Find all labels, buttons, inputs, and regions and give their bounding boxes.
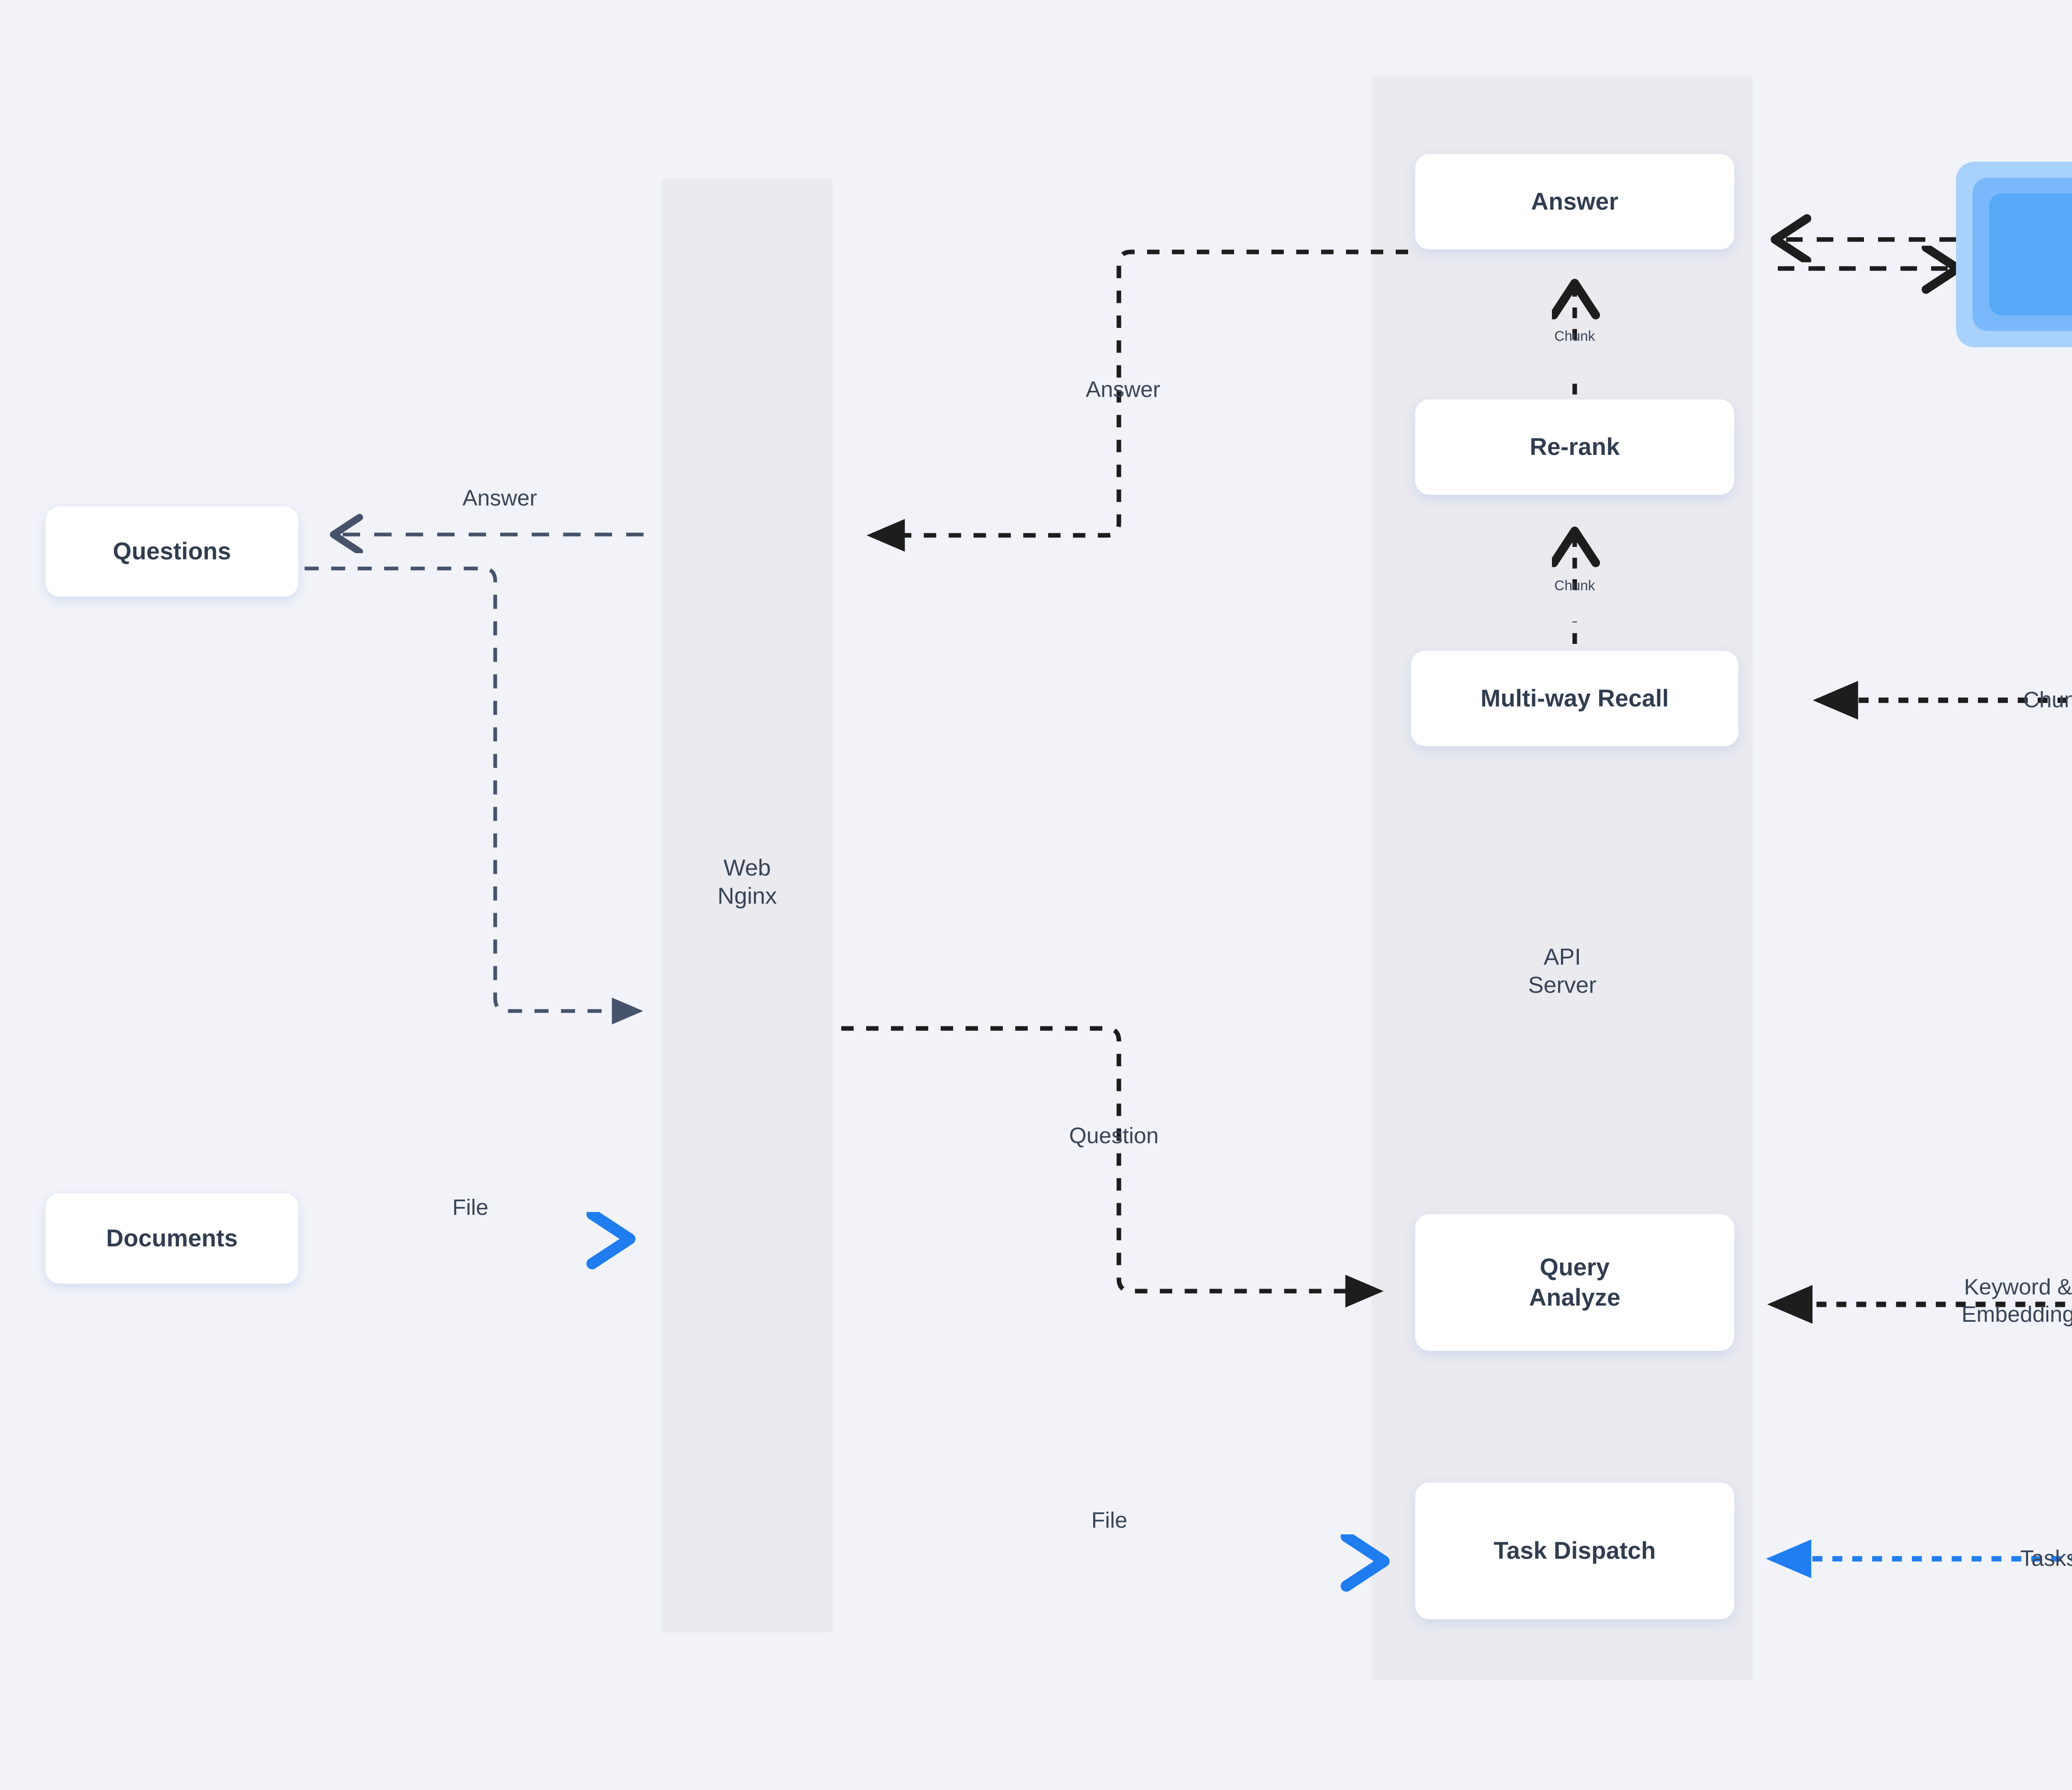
edge-web-question-to-query <box>841 1026 1384 1308</box>
edge-questions-to-web <box>305 566 644 1025</box>
panel-web-nginx <box>661 179 833 1633</box>
panel-label-api-server: API Server <box>1528 943 1597 998</box>
node-re-rank[interactable]: Re-rank <box>1415 399 1734 495</box>
edge-label-chunk-recall: Chunk <box>1554 578 1595 594</box>
panel-label-web-nginx: Web Nginx <box>717 854 777 909</box>
llms-inner-layer: LLMs <box>1989 194 2072 315</box>
llms-mid-layer: LLMs <box>1973 178 2072 331</box>
edge-label-answer-mid: Answer <box>1085 377 1161 402</box>
node-questions[interactable]: Questions <box>46 506 298 597</box>
node-questions-label: Questions <box>113 538 231 565</box>
node-query-analyze-label: Query Analyze <box>1529 1253 1621 1311</box>
edge-label-chunk-rerank: Chunk <box>1554 328 1595 344</box>
node-multi-way-recall[interactable]: Multi-way Recall <box>1411 651 1738 746</box>
edge-label-question: Question <box>1069 1123 1159 1149</box>
edge-llms-exchange <box>1778 239 1956 268</box>
edge-label-file-top: File <box>452 1195 489 1220</box>
node-task-dispatch-label: Task Dispatch <box>1493 1537 1656 1565</box>
node-multi-way-recall-label: Multi-way Recall <box>1480 685 1669 712</box>
edge-label-tasks: Tasks <box>2020 1546 2072 1571</box>
edge-label-answer-left: Answer <box>462 486 537 511</box>
node-documents[interactable]: Documents <box>46 1193 298 1284</box>
node-answer-label: Answer <box>1531 188 1619 215</box>
node-documents-label: Documents <box>106 1225 238 1252</box>
edge-label-file-bottom: File <box>1091 1508 1128 1533</box>
panel-api-server <box>1372 75 1753 1680</box>
node-re-rank-label: Re-rank <box>1530 433 1620 461</box>
edge-tasks <box>1766 1539 2072 1578</box>
node-llms[interactable]: LLMs <box>1956 162 2072 347</box>
node-llms-label: LLMs <box>2071 240 2072 269</box>
node-answer[interactable]: Answer <box>1415 154 1734 249</box>
node-query-analyze[interactable]: Query Analyze <box>1415 1214 1734 1351</box>
edge-label-chunk-db: Chunk <box>2023 687 2072 713</box>
node-task-dispatch[interactable]: Task Dispatch <box>1415 1483 1734 1619</box>
edge-label-keyword-embedding: Keyword & Embedding <box>1961 1275 2072 1327</box>
